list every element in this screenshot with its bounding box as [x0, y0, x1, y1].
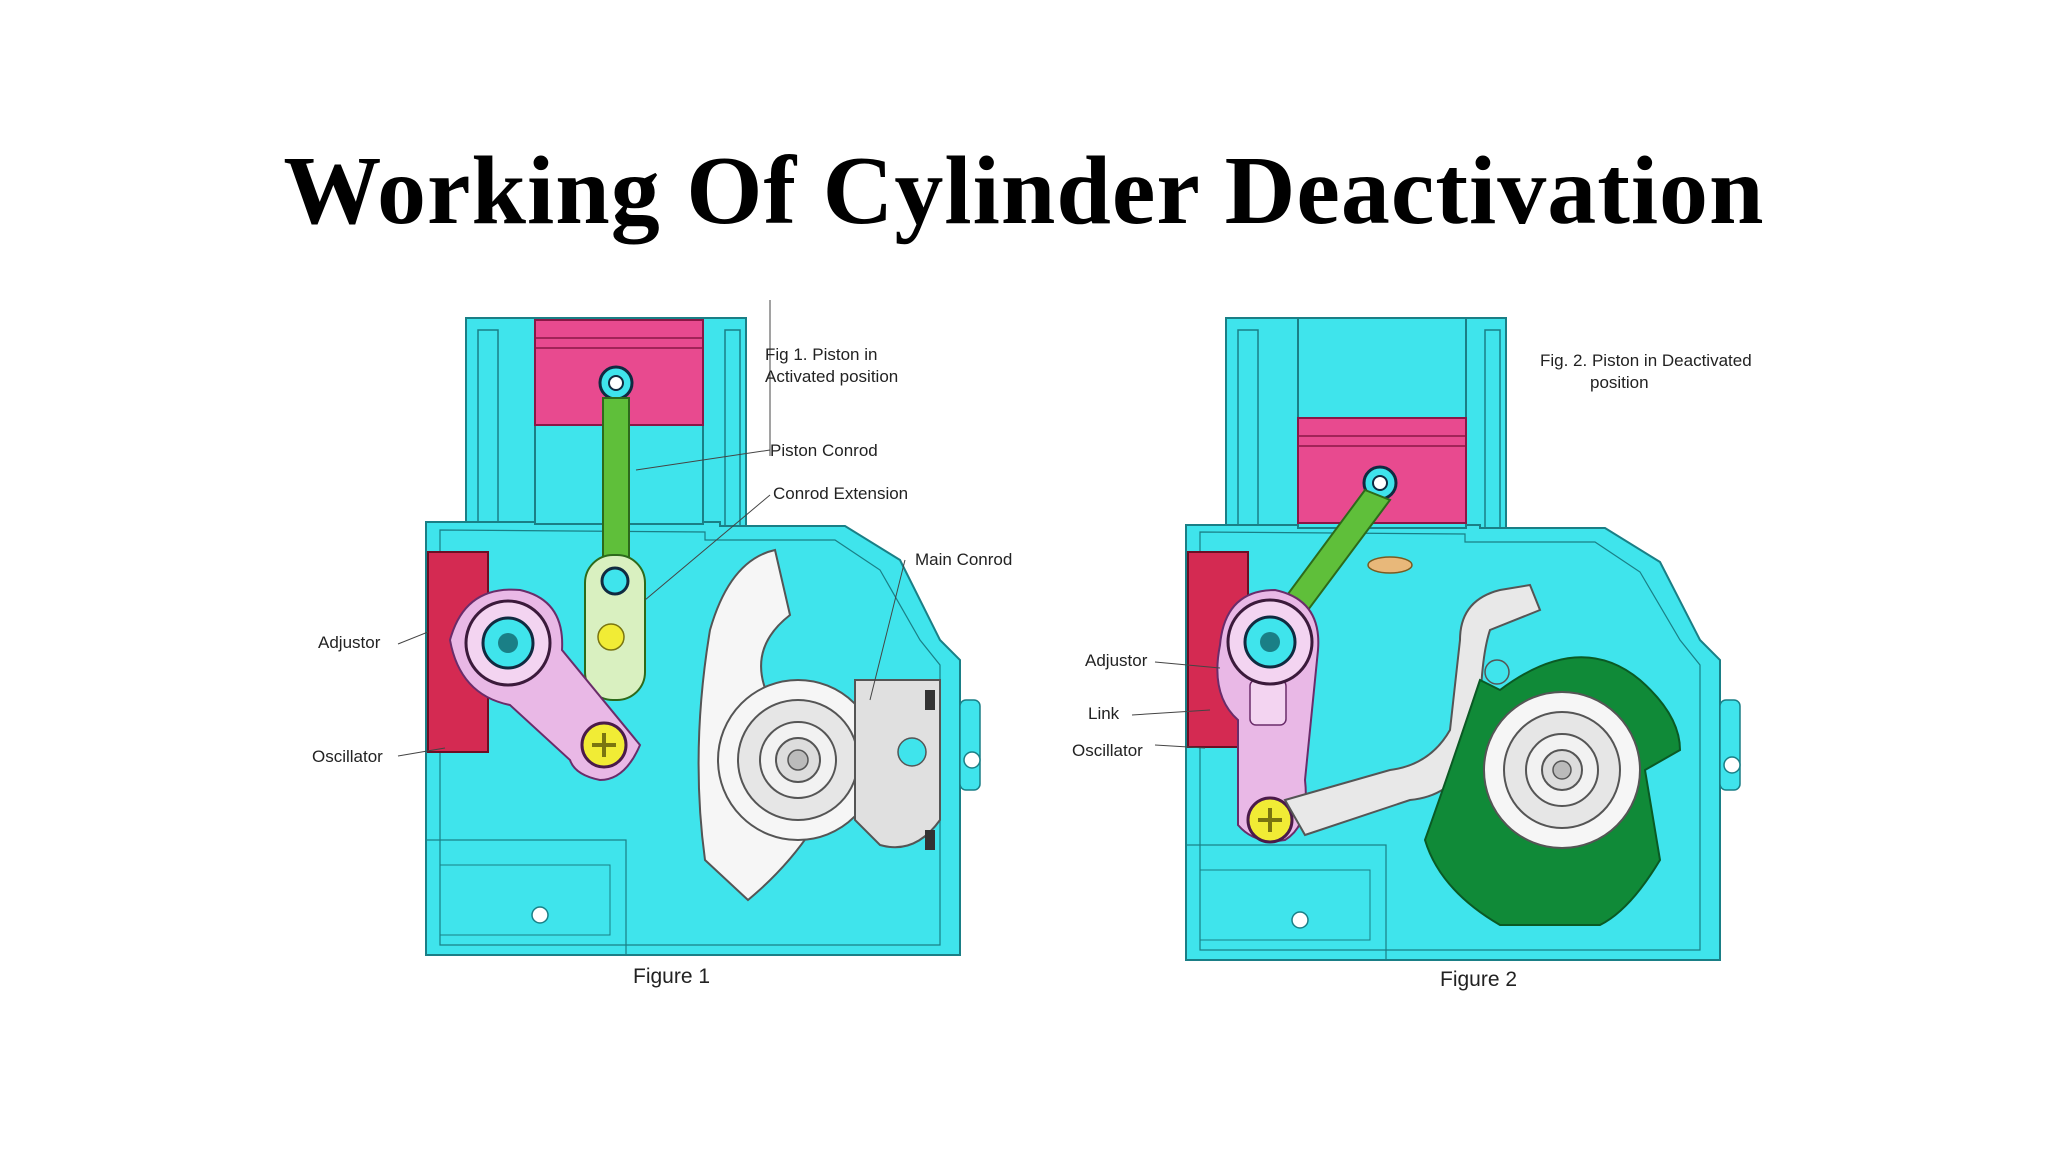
figure-2-caption: Figure 2 — [1440, 968, 1517, 991]
label-piston-conrod: Piston Conrod — [770, 441, 878, 460]
slide-title: Working Of Cylinder Deactivation — [283, 137, 1765, 245]
piston-conrod — [602, 397, 630, 559]
figure-2-leader-lines — [1131, 661, 1221, 749]
fig2-note-line1: Fig. 2. Piston in Deactivated — [1540, 351, 1752, 370]
main-conrod — [854, 679, 941, 850]
link-pin — [1484, 659, 1510, 685]
oscillator — [448, 588, 642, 782]
figure-1-caption: Figure 1 — [633, 965, 710, 988]
crank-bearing — [1483, 691, 1641, 849]
label-oscillator: Oscillator — [1072, 741, 1143, 760]
figure-2-diagram: Fig. 2. Piston in Deactivated position A… — [1060, 300, 1780, 1000]
label-oscillator: Oscillator — [312, 747, 383, 766]
label-link: Link — [1088, 704, 1120, 723]
figure-1-svg: Fig 1. Piston in Activated position Pist… — [312, 300, 1012, 988]
fig1-note-line2: Activated position — [765, 367, 898, 386]
oscillator — [1216, 588, 1320, 844]
figure-1-leader-lines — [397, 300, 906, 757]
crank-pin — [1367, 556, 1413, 574]
figure-1-diagram: Fig 1. Piston in Activated position Pist… — [300, 300, 1040, 1000]
figure-2-svg: Fig. 2. Piston in Deactivated position A… — [1072, 317, 1752, 991]
label-adjustor: Adjustor — [318, 633, 381, 652]
conrod-extension — [584, 554, 646, 701]
label-conrod-extension: Conrod Extension — [773, 484, 908, 503]
fig2-note-line2: position — [1590, 373, 1649, 392]
label-main-conrod: Main Conrod — [915, 550, 1012, 569]
crank-bearing — [717, 679, 879, 841]
label-adjustor: Adjustor — [1085, 651, 1148, 670]
fig1-note-line1: Fig 1. Piston in — [765, 345, 877, 364]
